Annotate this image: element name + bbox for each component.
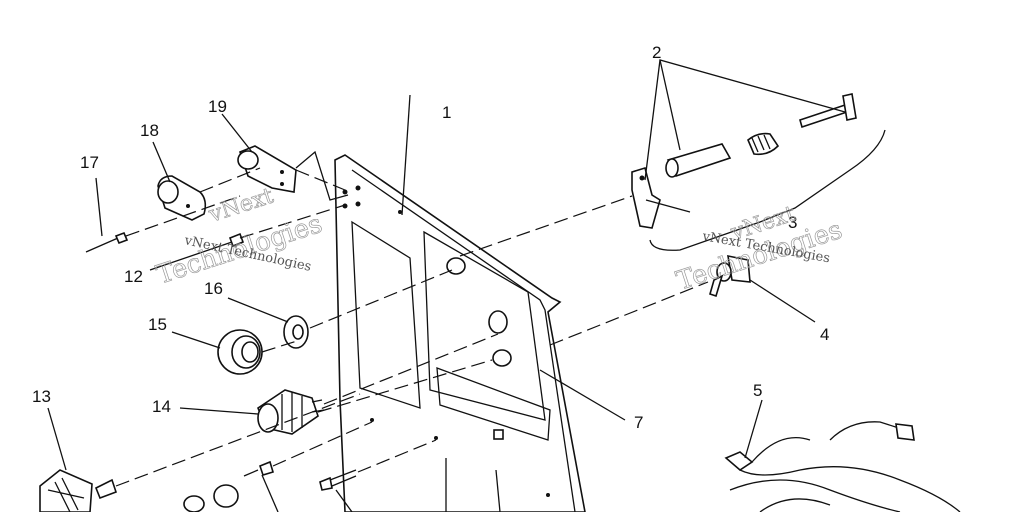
watermark-right: vNext Technologies vNext Technologies xyxy=(673,201,847,297)
socket-part-14 xyxy=(257,389,325,435)
lower-screw-small xyxy=(243,460,274,477)
callout-18: 18 xyxy=(140,121,159,140)
screw-part-12 xyxy=(228,232,245,248)
callout-1: 1 xyxy=(442,103,451,122)
callout-14: 14 xyxy=(152,397,171,416)
callout-5: 5 xyxy=(753,381,762,400)
plunger-assembly-part-2 xyxy=(631,93,857,229)
callout-2: 2 xyxy=(652,43,661,62)
lower-nut xyxy=(183,484,239,512)
callout-16: 16 xyxy=(204,279,223,298)
watermark-left-line1: vNext xyxy=(205,184,277,229)
callout-15: 15 xyxy=(148,315,167,334)
screw-part-17 xyxy=(85,231,129,253)
callout-13: 13 xyxy=(32,387,51,406)
callout-4: 4 xyxy=(820,325,829,344)
bezel-part-18 xyxy=(157,175,207,221)
callout-3: 3 xyxy=(788,213,797,232)
lower-screw-long xyxy=(319,469,357,491)
wire-harness-part-5 xyxy=(724,421,961,512)
washer-part-16 xyxy=(283,315,309,349)
nut-part-15 xyxy=(217,329,263,375)
mounting-bracket-part-19 xyxy=(237,145,297,193)
toggle-switch-part-4 xyxy=(709,254,751,298)
callout-19: 19 xyxy=(208,97,227,116)
callout-17: 17 xyxy=(80,153,99,172)
panel-part-1 xyxy=(334,154,586,512)
callout-12: 12 xyxy=(124,267,143,286)
callout-7: 7 xyxy=(634,413,643,432)
lens-part-13 xyxy=(39,469,118,512)
